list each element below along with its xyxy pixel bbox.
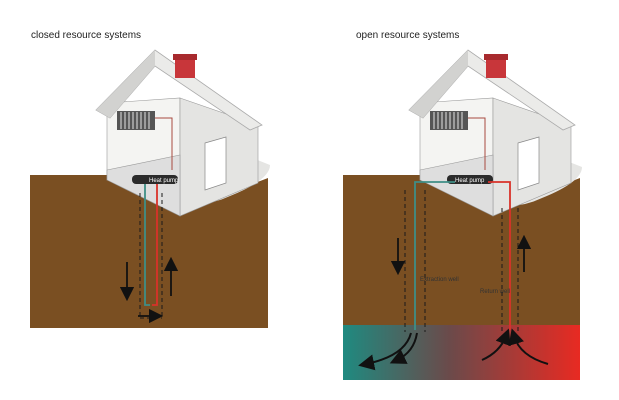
- hot-pipe-closed: [152, 184, 158, 306]
- chimney-cap: [173, 54, 197, 60]
- soil-block-open: [343, 175, 580, 325]
- heat-pump-box-closed: [132, 175, 178, 184]
- extraction-well-label: Extraction well: [420, 277, 459, 283]
- house-front-wall-open: [419, 154, 494, 217]
- soil-block: [30, 175, 268, 328]
- cold-pipe-closed: [144, 184, 150, 306]
- return-well-label: Return well: [480, 289, 510, 295]
- roof-edge-open: [409, 50, 468, 118]
- aquifer-band: [343, 325, 580, 380]
- flow-arrow-return-1: [481, 328, 511, 361]
- flow-arrow-return-2: [508, 328, 549, 365]
- roof-edge: [96, 50, 155, 118]
- open-system: Heat pump Extraction well Return well: [343, 49, 582, 380]
- open-systems-caption: open resource systems: [356, 30, 460, 41]
- indoor-pipe: [155, 117, 173, 170]
- cold-pipe-open: [414, 181, 455, 330]
- heat-pump-label-open: Heat pump: [455, 178, 485, 184]
- radiator-icon-open: [430, 111, 468, 130]
- flow-arrow-extraction-2: [389, 332, 418, 364]
- heat-pump-box-open: [447, 175, 493, 184]
- chimney-cap-open: [484, 54, 508, 60]
- chimney-open: [486, 58, 506, 78]
- heat-pump-label-closed: Heat pump: [149, 178, 179, 184]
- closed-system: Heat pump: [30, 49, 270, 328]
- house-door: [204, 136, 227, 191]
- house-door-open: [517, 136, 540, 191]
- hot-pipe-open: [488, 181, 511, 330]
- closed-systems-caption: closed resource systems: [31, 30, 142, 41]
- radiator-icon: [117, 111, 155, 130]
- chimney: [175, 58, 195, 78]
- indoor-pipe-open: [468, 117, 486, 170]
